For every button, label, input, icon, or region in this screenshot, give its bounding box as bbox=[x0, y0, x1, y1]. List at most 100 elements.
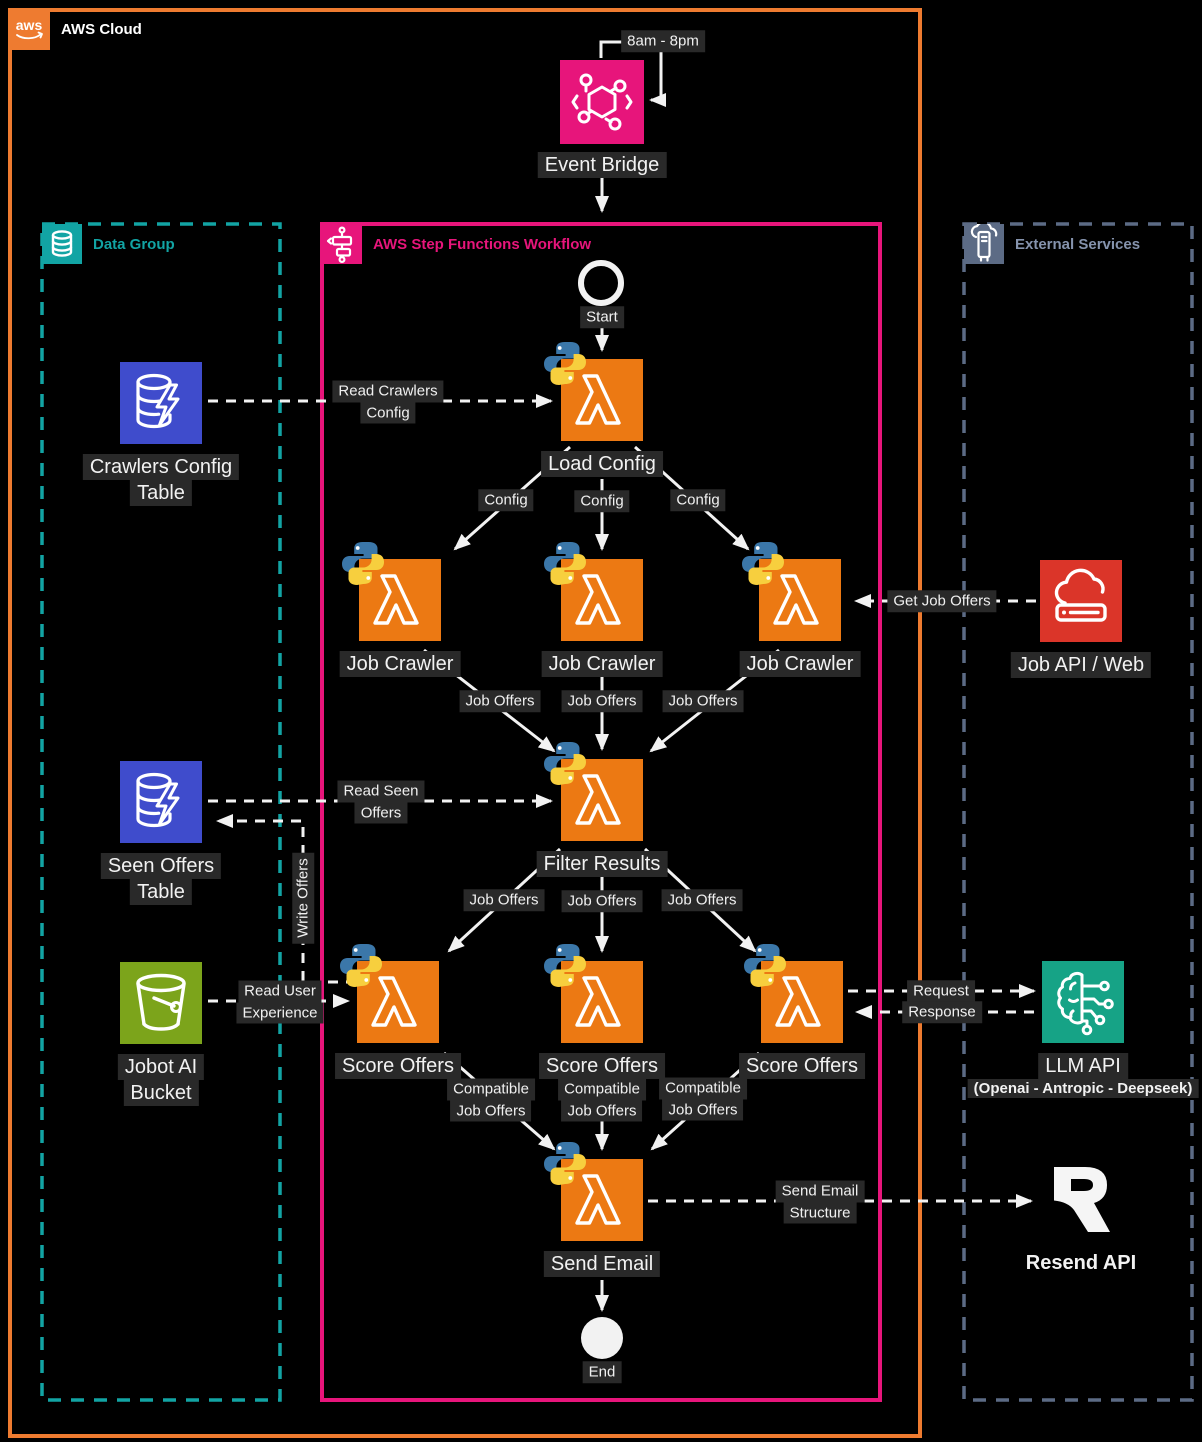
score-offers-node-1: Score Offers bbox=[335, 961, 461, 1079]
aws-cloud-label: AWS Cloud bbox=[61, 20, 142, 38]
node-label: Score Offers bbox=[539, 1053, 665, 1079]
get-job-offers-label: Get Job Offers bbox=[887, 590, 997, 612]
label-line: Config bbox=[478, 489, 534, 511]
label-line: Config bbox=[360, 402, 416, 424]
load-config-node: Load Config bbox=[541, 359, 663, 477]
job-offers-bottom-label-1: Job Offers bbox=[463, 889, 545, 911]
label-line: Read User bbox=[238, 980, 322, 1002]
label-line: Experience bbox=[236, 1002, 324, 1024]
node-label: Score Offers bbox=[335, 1053, 461, 1079]
python-icon bbox=[741, 941, 789, 989]
lambda-icon bbox=[561, 559, 643, 641]
read-crawlers-config-label: Read Crawlers Config bbox=[332, 380, 444, 424]
data-group-header: Data Group bbox=[42, 224, 175, 264]
python-icon bbox=[541, 339, 589, 387]
start-label: Start bbox=[580, 306, 624, 328]
lambda-icon bbox=[761, 961, 843, 1043]
lambda-icon bbox=[561, 1159, 643, 1241]
label-line: Config bbox=[574, 490, 630, 512]
node-label: Job Crawler bbox=[541, 651, 663, 677]
job-offers-top-label-2: Job Offers bbox=[561, 690, 643, 712]
job-offers-top-label-3: Job Offers bbox=[662, 690, 744, 712]
python-icon bbox=[541, 1139, 589, 1187]
label-line: Job Offers bbox=[450, 1100, 532, 1122]
label-line: End bbox=[582, 1361, 622, 1383]
label-line: Send Email bbox=[775, 1180, 865, 1202]
label-line: Job Offers bbox=[662, 690, 744, 712]
lambda-icon bbox=[561, 359, 643, 441]
database-group-icon bbox=[42, 224, 82, 264]
score-offers-node-2: Score Offers bbox=[539, 961, 665, 1079]
external-services-label: External Services bbox=[1015, 235, 1141, 253]
label-line: Request bbox=[907, 980, 975, 1002]
python-icon bbox=[739, 539, 787, 587]
lambda-icon bbox=[359, 559, 441, 641]
compatible-label-1: Compatible Job Offers bbox=[447, 1078, 535, 1122]
node-label: Table bbox=[130, 480, 192, 506]
job-api-node: Job API / Web bbox=[1010, 560, 1152, 678]
lambda-icon bbox=[561, 961, 643, 1043]
score-offers-node-3: Score Offers bbox=[739, 961, 865, 1079]
node-label: Bucket bbox=[123, 1080, 199, 1106]
step-functions-header: AWS Step Functions Workflow bbox=[322, 224, 591, 264]
job-crawler-node-2: Job Crawler bbox=[541, 559, 663, 677]
label-line: Start bbox=[580, 306, 624, 328]
send-email-node: Send Email bbox=[543, 1159, 661, 1277]
lambda-icon bbox=[561, 759, 643, 841]
aws-logo-icon bbox=[8, 8, 50, 50]
filter-results-node: Filter Results bbox=[536, 759, 668, 877]
s3-bucket-icon bbox=[120, 962, 202, 1044]
dynamodb-icon bbox=[120, 362, 202, 444]
response-label: Response bbox=[902, 1001, 982, 1023]
node-label: Score Offers bbox=[739, 1053, 865, 1079]
label-line: Compatible bbox=[447, 1078, 535, 1100]
config-label-1: Config bbox=[478, 489, 534, 511]
container-borders bbox=[8, 8, 1194, 1438]
node-label: Resend API bbox=[1025, 1252, 1137, 1274]
node-label: Table bbox=[130, 879, 192, 905]
read-user-experience-label: Read User Experience bbox=[236, 980, 324, 1024]
label-line: Response bbox=[902, 1001, 982, 1023]
label-line: Job Offers bbox=[459, 690, 541, 712]
python-icon bbox=[339, 539, 387, 587]
label-line: Config bbox=[670, 489, 726, 511]
compatible-label-3: Compatible Job Offers bbox=[659, 1077, 747, 1121]
node-label: Send Email bbox=[543, 1251, 661, 1277]
node-label: Event Bridge bbox=[537, 152, 667, 178]
label-line: Compatible bbox=[659, 1077, 747, 1099]
config-label-3: Config bbox=[670, 489, 726, 511]
label-line: Get Job Offers bbox=[887, 590, 997, 612]
cloud-server-icon bbox=[1040, 560, 1122, 642]
compatible-label-2: Compatible Job Offers bbox=[558, 1078, 646, 1122]
node-label: Job Crawler bbox=[339, 651, 461, 677]
event-bridge-node: Event Bridge bbox=[537, 60, 667, 178]
read-seen-offers-label: Read Seen Offers bbox=[337, 780, 425, 824]
job-crawler-node-1: Job Crawler bbox=[339, 559, 461, 677]
request-label: Request bbox=[907, 980, 975, 1002]
python-icon bbox=[541, 941, 589, 989]
external-services-header: External Services bbox=[964, 224, 1140, 264]
jobot-bucket-node: Jobot AI Bucket bbox=[117, 962, 205, 1106]
send-email-structure-label: Send Email Structure bbox=[775, 1180, 865, 1224]
node-label: Job API / Web bbox=[1010, 652, 1152, 678]
label-line: Compatible bbox=[558, 1078, 646, 1100]
node-label: Load Config bbox=[541, 451, 663, 477]
lambda-icon bbox=[357, 961, 439, 1043]
label-line: Write Offers bbox=[292, 852, 314, 944]
brain-circuit-icon bbox=[1042, 961, 1124, 1043]
node-label: Job Crawler bbox=[739, 651, 861, 677]
job-offers-bottom-label-3: Job Offers bbox=[661, 889, 743, 911]
label-line: Read Crawlers bbox=[332, 380, 444, 402]
resend-logo-icon bbox=[1040, 1158, 1122, 1240]
label-line: Job Offers bbox=[561, 690, 643, 712]
schedule-label: 8am - 8pm bbox=[621, 30, 705, 52]
label-line: Job Offers bbox=[561, 1100, 643, 1122]
write-offers-label: Write Offers bbox=[292, 852, 314, 944]
node-sublabel: (Openai - Antropic - Deepseek) bbox=[967, 1079, 1199, 1098]
node-label: Filter Results bbox=[536, 851, 668, 877]
label-line: Job Offers bbox=[463, 889, 545, 911]
label-line: Structure bbox=[783, 1202, 857, 1224]
step-functions-label: AWS Step Functions Workflow bbox=[373, 235, 592, 253]
python-icon bbox=[337, 941, 385, 989]
